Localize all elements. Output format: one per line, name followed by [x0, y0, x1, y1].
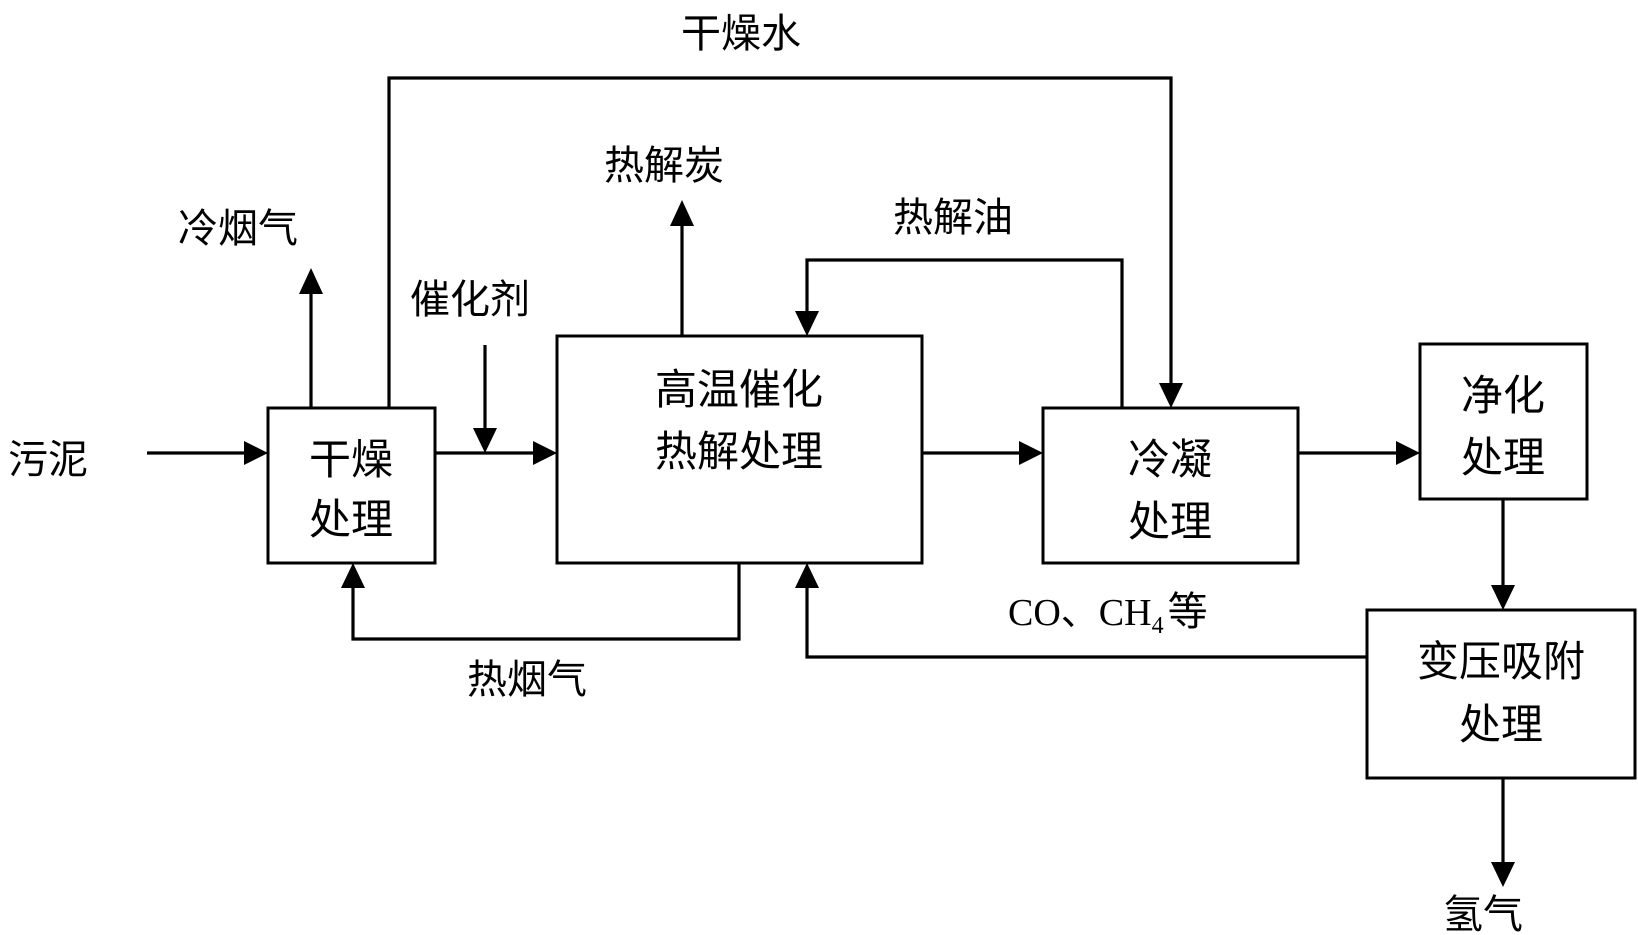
arrowhead	[533, 441, 557, 465]
arrowhead	[341, 563, 365, 588]
label-hydrogen: 氢气	[1443, 892, 1523, 935]
purify-box-label-2: 处理	[1461, 433, 1545, 482]
arrow-gas-recycle-loop	[805, 586, 1367, 659]
label-dry-water: 干燥水	[681, 11, 801, 57]
label-cold-flue-gas: 冷烟气	[178, 206, 298, 252]
pyrolysis-box-label-1: 高温催化	[655, 365, 823, 414]
label-hot-flue-gas: 热烟气	[467, 657, 587, 703]
pyrolysis-box-label-2: 热解处理	[655, 427, 823, 476]
label-catalyst: 催化剂	[410, 277, 530, 323]
psa-box-label-1: 变压吸附	[1417, 637, 1585, 686]
label-pyrolysis-char: 热解炭	[604, 143, 724, 189]
condense-box-label-1: 冷凝	[1128, 435, 1212, 484]
psa-box	[1365, 608, 1637, 780]
arrow-hot-flue-gas-loop	[351, 563, 741, 641]
condense-box	[1041, 406, 1300, 565]
condense-box-label-2: 处理	[1128, 497, 1212, 546]
drying-box	[266, 406, 437, 565]
gas-subscript: 4	[1152, 613, 1164, 639]
label-pyrolysis-oil: 热解油	[893, 195, 1013, 241]
arrowhead	[1396, 441, 1420, 465]
arrowhead	[299, 268, 323, 294]
purify-box	[1418, 342, 1589, 501]
gas-suffix: 等	[1168, 589, 1208, 635]
purify-box-label-1: 净化	[1461, 371, 1545, 420]
label-sludge: 污泥	[8, 437, 88, 483]
psa-box-label-2: 处理	[1459, 700, 1543, 749]
drying-box-label-1: 干燥	[309, 435, 393, 484]
drying-box-label-2: 处理	[309, 495, 393, 544]
arrowhead	[1491, 585, 1515, 610]
arrowhead	[473, 428, 497, 453]
pyrolysis-box	[555, 334, 924, 565]
arrowhead	[1159, 383, 1183, 408]
gas-prefix: CO、CH	[1008, 592, 1152, 634]
arrowhead	[670, 200, 694, 226]
arrowhead	[1491, 862, 1515, 887]
arrowhead	[795, 311, 819, 336]
arrow-pyrolysis-oil-loop	[805, 258, 1124, 408]
arrowhead	[244, 441, 268, 465]
arrowhead	[795, 563, 819, 588]
arrowhead	[1019, 441, 1043, 465]
arrow-dry-water-loop	[387, 76, 1173, 408]
